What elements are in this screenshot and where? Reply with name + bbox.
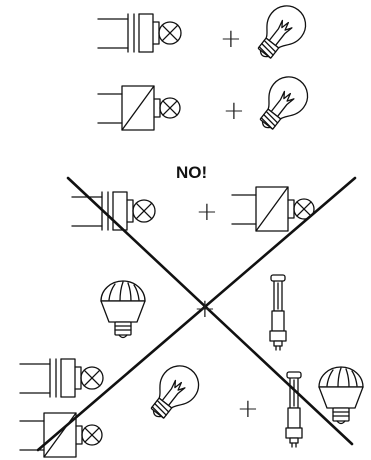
transformer-with-lamp-symbol [97,13,182,53]
led-bulb-icon [100,280,146,339]
warning-label: NO! [176,163,208,182]
converter-with-lamp-symbol [19,412,103,458]
fluorescent-tube-icon [269,274,287,351]
plus-sign: + [223,96,245,126]
converter-with-lamp-symbol [97,85,181,131]
prohibition-cross-stroke-1 [66,176,354,446]
plus-sign: + [237,394,259,424]
led-bulb-icon [318,366,364,425]
plus-sign: + [194,294,216,324]
prohibition-cross-stroke-2 [36,176,357,452]
incandescent-bulb-icon [139,357,207,428]
plus-sign: + [220,24,242,54]
incandescent-bulb-icon [246,0,314,68]
incandescent-bulb-icon [248,68,316,139]
plus-sign: + [196,197,218,227]
transformer-with-lamp-symbol [19,358,104,398]
transformer-with-lamp-symbol [71,191,156,231]
